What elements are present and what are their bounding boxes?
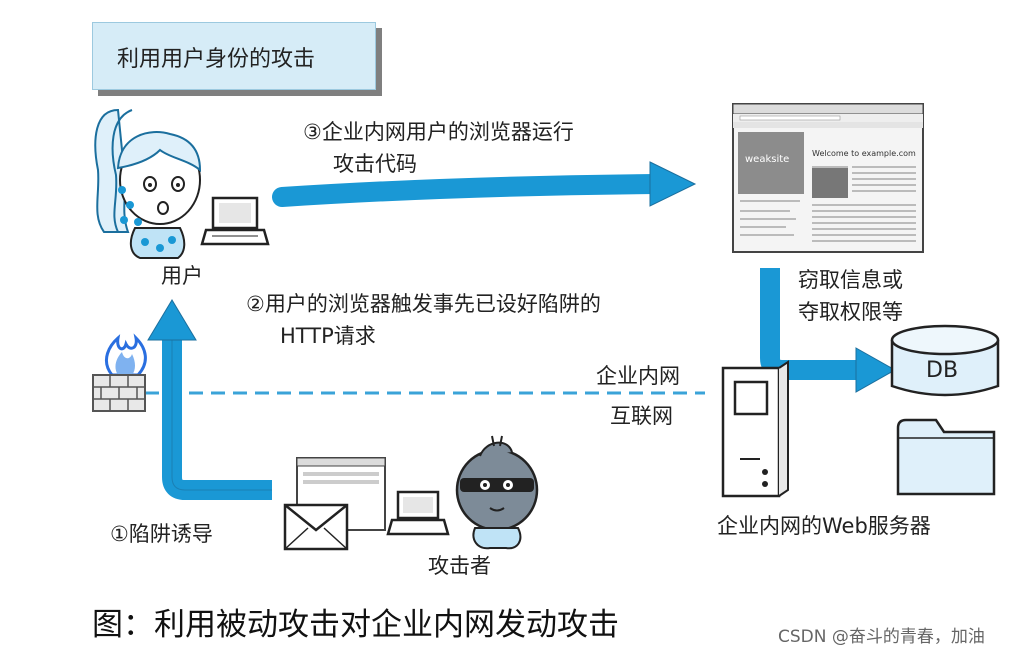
attacker-label: 攻击者: [428, 554, 491, 578]
watermark-text: CSDN @奋斗的青春，加油: [778, 627, 985, 647]
step2-label-line2: HTTP请求: [280, 324, 376, 348]
diagram-title-box: 利用用户身份的攻击: [92, 22, 376, 90]
user-label: 用户: [161, 264, 203, 288]
figure-caption: 图：利用被动攻击对企业内网发动攻击: [92, 607, 619, 643]
email-envelope-icon: [283, 503, 349, 551]
arrow-trap-lure: [147, 299, 272, 500]
steal-label-line2: 夺取权限等: [798, 300, 903, 324]
user-character-icon: [94, 108, 202, 259]
arrow-run-attack-code: [272, 161, 697, 207]
folder-icon: [896, 418, 996, 496]
database-icon: [890, 324, 1000, 397]
web-server-icon: [721, 360, 789, 498]
attacker-laptop-icon: [386, 490, 450, 536]
firewall-icon: [92, 333, 147, 412]
step1-label: ①陷阱诱导: [110, 522, 213, 546]
attacker-character-icon: [455, 435, 539, 550]
browser-site-name: weaksite: [745, 154, 789, 165]
step2-label-line1: ②用户的浏览器触发事先已设好陷阱的: [246, 292, 601, 316]
browser-window: weaksite Welcome to example.com: [732, 103, 924, 253]
db-label: DB: [926, 358, 959, 383]
diagram-title: 利用用户身份的攻击: [117, 47, 316, 72]
web-server-label: 企业内网的Web服务器: [717, 514, 931, 538]
step3-label-line2: 攻击代码: [333, 152, 417, 176]
intranet-label: 企业内网: [596, 364, 680, 388]
browser-welcome-text: Welcome to example.com: [812, 149, 916, 158]
steal-label-line1: 窃取信息或: [798, 268, 903, 292]
step3-label-line1: ③企业内网用户的浏览器运行: [303, 120, 574, 144]
internet-label: 互联网: [610, 404, 673, 428]
user-laptop-icon: [200, 196, 270, 246]
